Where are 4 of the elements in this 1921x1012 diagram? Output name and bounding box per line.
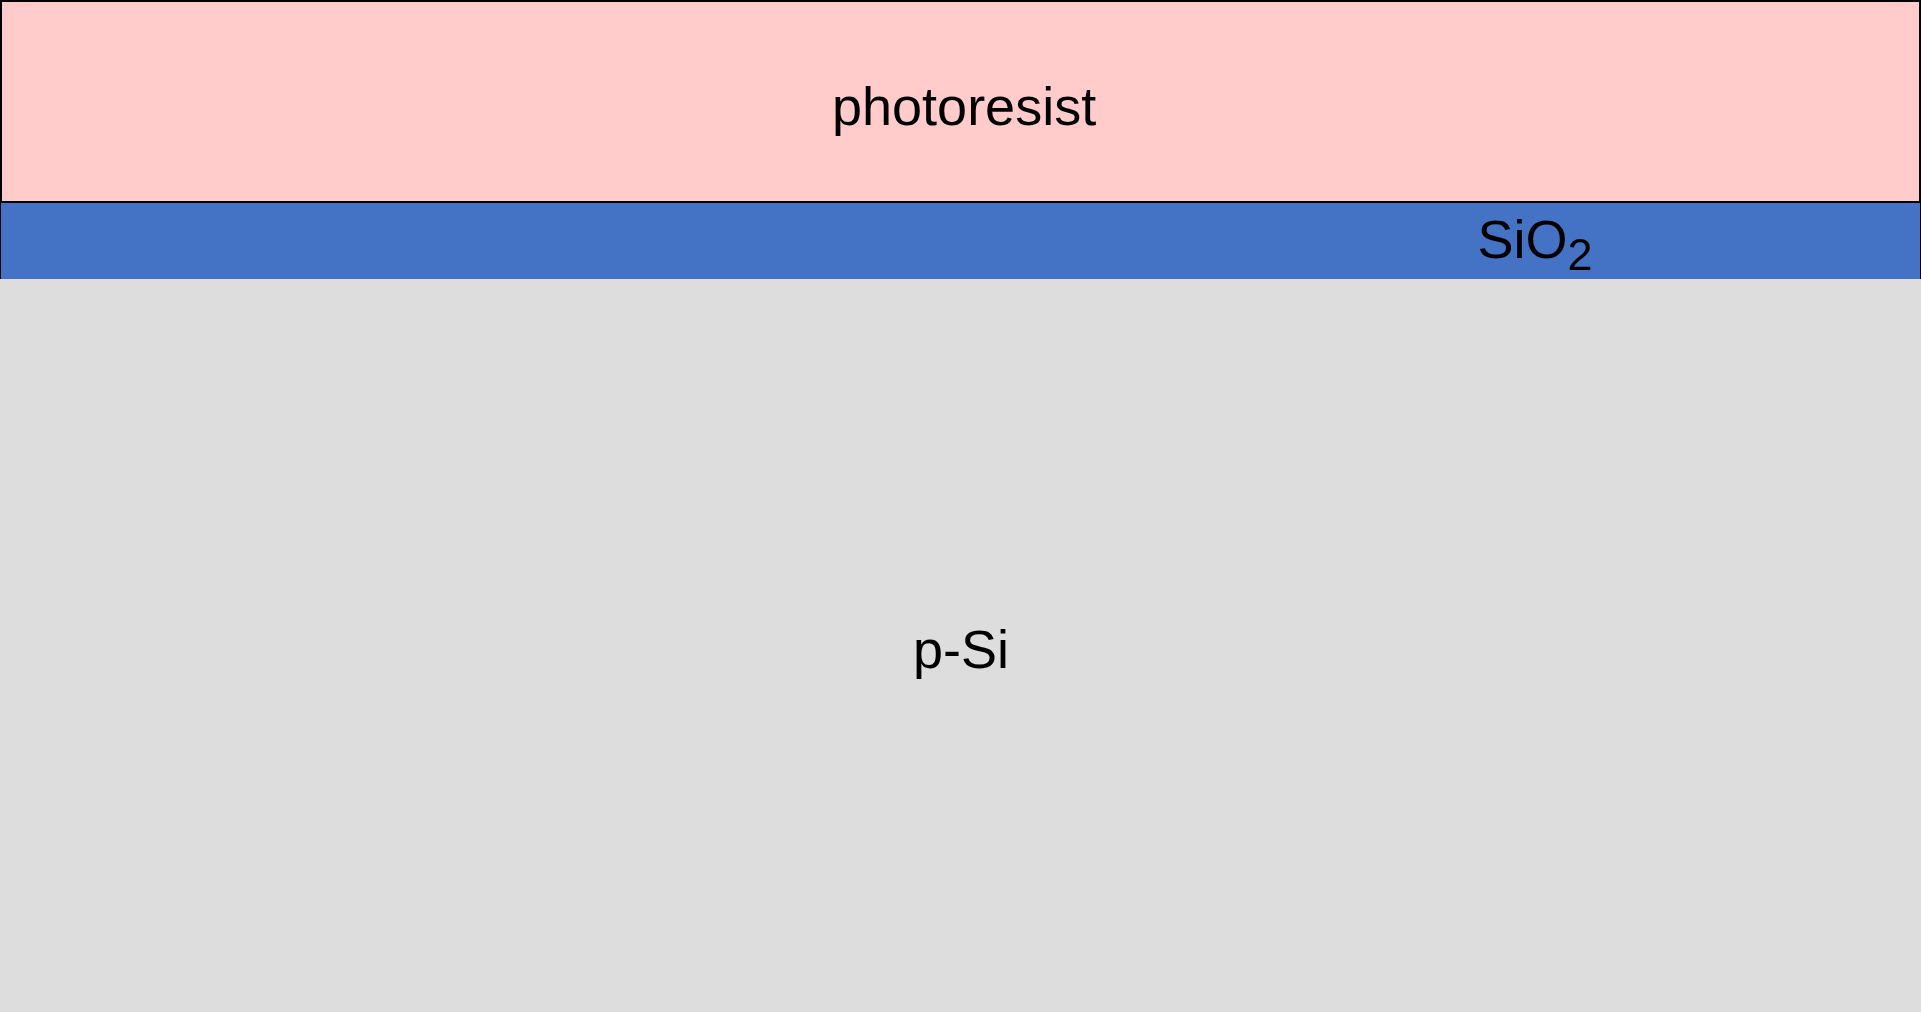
material-layer [0, 0, 1921, 203]
material-layer [0, 202, 1921, 280]
layer-label: SiO$_{2}$ [1477, 211, 1593, 277]
material-layer [0, 279, 1921, 1012]
